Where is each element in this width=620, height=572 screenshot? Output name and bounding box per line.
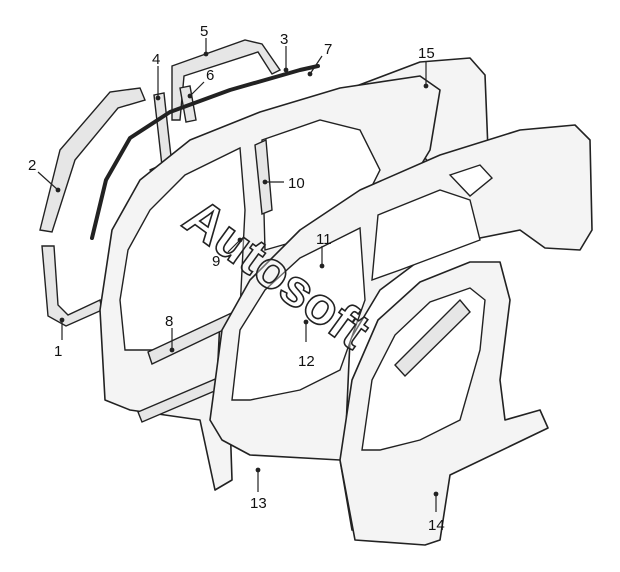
part-13-body-side[interactable] bbox=[99, 75, 441, 491]
callout-3: 3 bbox=[280, 31, 288, 48]
callout-9: 9 bbox=[212, 253, 220, 270]
callout-14: 14 bbox=[428, 517, 445, 534]
callout-6: 6 bbox=[206, 67, 214, 84]
callout-12: 12 bbox=[298, 353, 315, 370]
part-14-outer-side[interactable] bbox=[209, 124, 593, 531]
part-2-glass-channel[interactable] bbox=[39, 87, 146, 327]
part-5-upper-frame[interactable] bbox=[171, 39, 282, 121]
callout-labels: 1 2 3 4 5 6 7 8 9 10 11 12 13 14 15 bbox=[28, 23, 445, 534]
part-10-pillar-trim[interactable] bbox=[254, 138, 273, 215]
callout-leaders bbox=[37, 38, 439, 512]
part-14-front-frame[interactable] bbox=[339, 261, 549, 546]
callout-2: 2 bbox=[28, 157, 36, 174]
callout-5: 5 bbox=[200, 23, 208, 40]
callout-7: 7 bbox=[324, 41, 332, 58]
callout-4: 4 bbox=[152, 51, 160, 68]
callout-8: 8 bbox=[165, 313, 173, 330]
callout-10: 10 bbox=[288, 175, 305, 192]
callout-15: 15 bbox=[418, 45, 435, 62]
callout-1: 1 bbox=[54, 343, 62, 360]
callout-11: 11 bbox=[316, 231, 332, 248]
part-3-7-roof-seal[interactable] bbox=[90, 64, 320, 240]
callout-13: 13 bbox=[250, 495, 267, 512]
